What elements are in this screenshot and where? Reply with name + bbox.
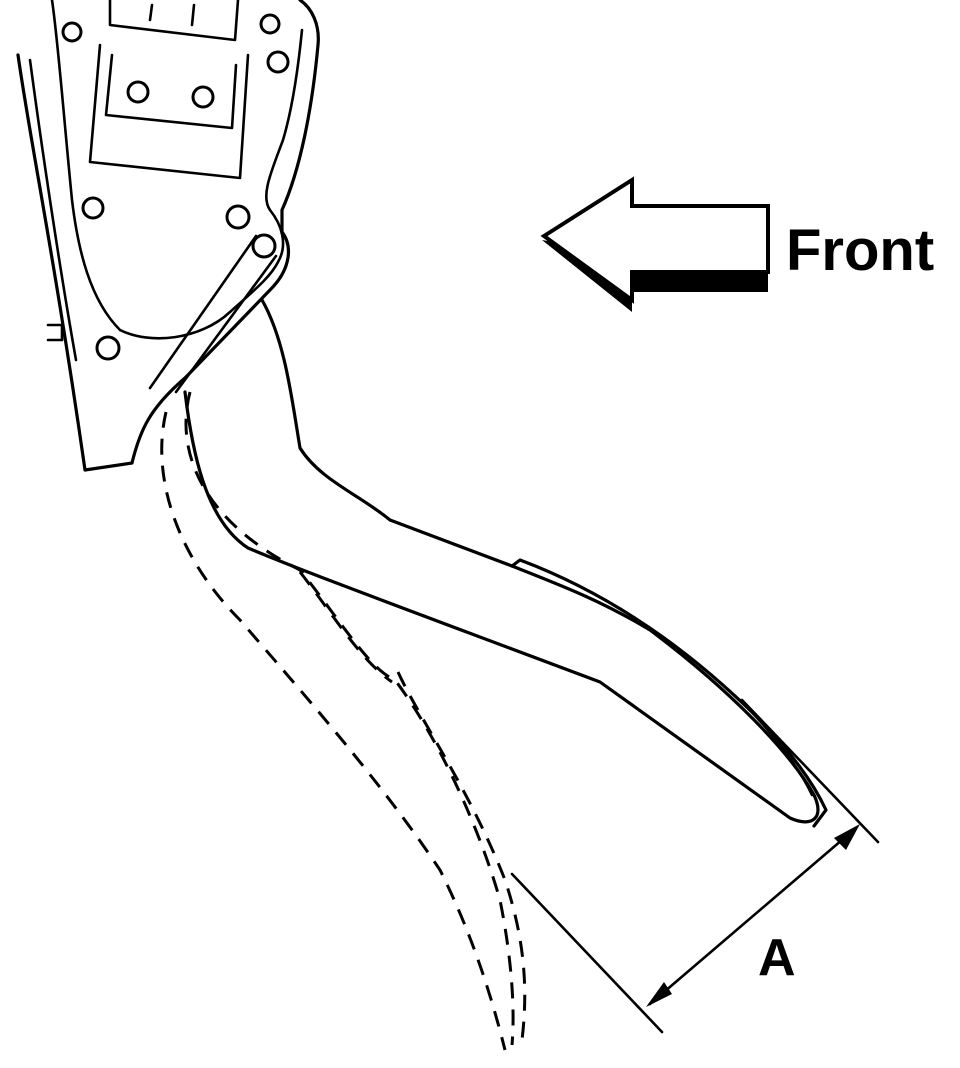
pedal-arm-depressed: [160, 391, 527, 1051]
dimension-a: A: [510, 698, 880, 1034]
front-label: Front: [786, 218, 934, 283]
front-arrow-icon: [540, 176, 770, 312]
pedal-bracket: [16, 0, 320, 472]
dimension-a-label: A: [758, 929, 796, 987]
pedal-arm: [183, 298, 828, 828]
